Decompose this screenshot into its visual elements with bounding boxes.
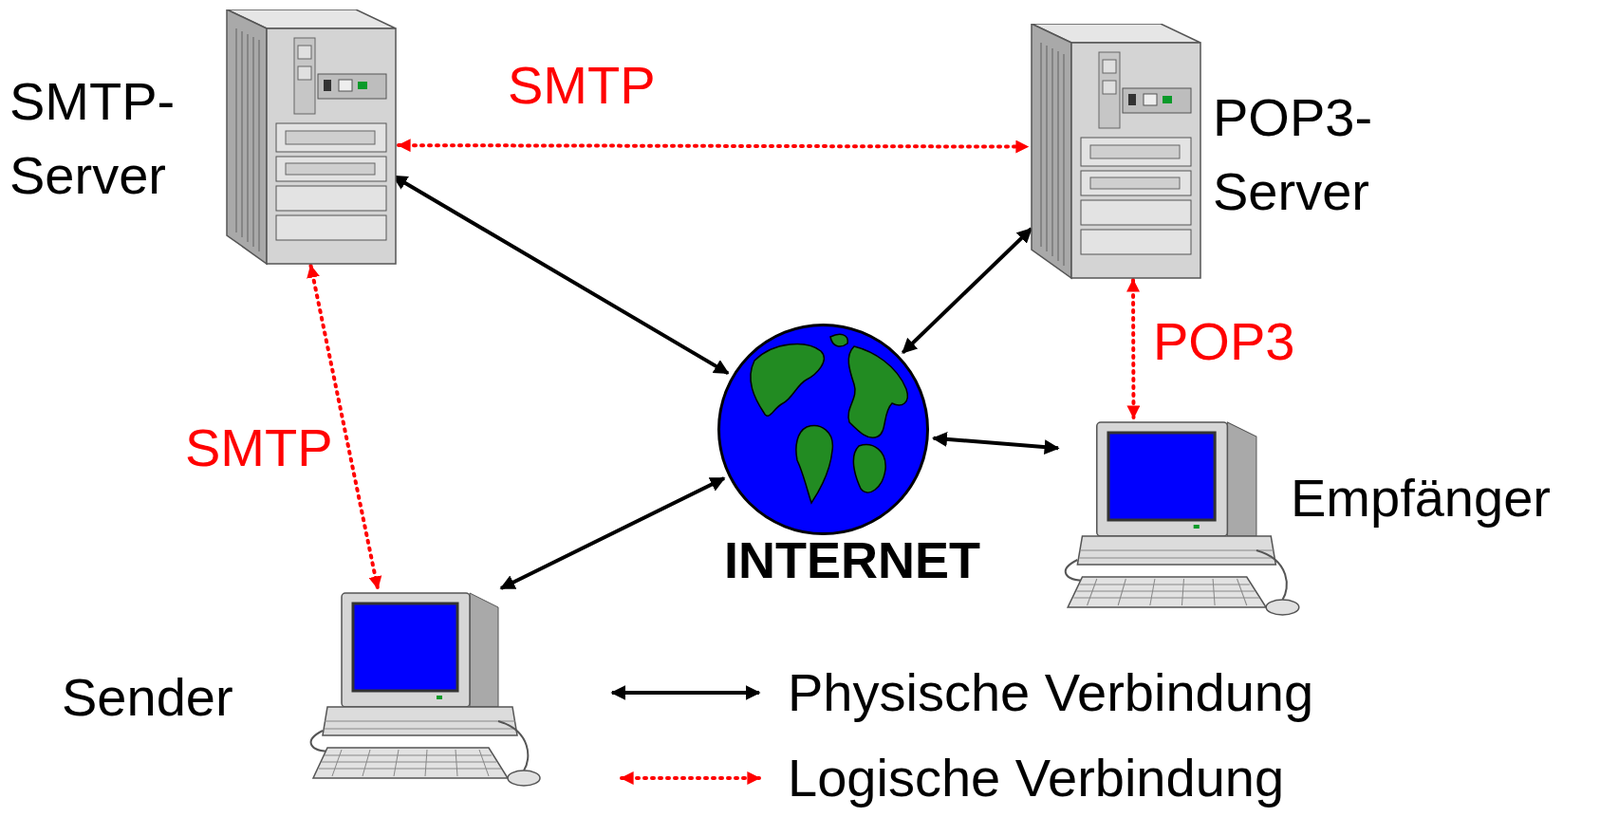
- physical-connection: [392, 176, 728, 374]
- pop3-server: POP3- Server: [1027, 23, 1204, 280]
- physical-connection: [902, 228, 1031, 354]
- logical-connection: [398, 145, 1028, 148]
- sender-computer: Sender: [303, 588, 551, 793]
- protocol-label: SMTP: [185, 417, 334, 479]
- smtp-server: SMTP- Server: [223, 9, 399, 266]
- smtp-server-icon: [223, 9, 399, 266]
- legend-text: Physische Verbindung: [787, 662, 1314, 724]
- internet-globe: INTERNET: [716, 322, 931, 537]
- internet-globe-icon: [716, 322, 931, 537]
- legend-line-logical: [621, 776, 760, 781]
- node-label: POP3- Server: [1212, 80, 1403, 229]
- physical-connection: [933, 438, 1059, 448]
- receiver-computer: Empfänger: [1058, 417, 1310, 622]
- pop3-server-icon: [1027, 23, 1204, 280]
- physical-connection: [501, 478, 725, 589]
- protocol-label: SMTP: [507, 55, 656, 116]
- legend-text: Logische Verbindung: [787, 747, 1284, 809]
- legend-line-physical: [612, 690, 760, 695]
- node-label: SMTP- Server: [9, 64, 219, 213]
- receiver-computer-icon: [1058, 417, 1310, 622]
- logical-connection: [1131, 279, 1136, 418]
- sender-computer-icon: [303, 588, 551, 793]
- protocol-label: POP3: [1153, 311, 1295, 373]
- node-label: INTERNET: [724, 529, 981, 591]
- node-label: Sender: [61, 667, 234, 728]
- node-label: Empfänger: [1290, 467, 1551, 529]
